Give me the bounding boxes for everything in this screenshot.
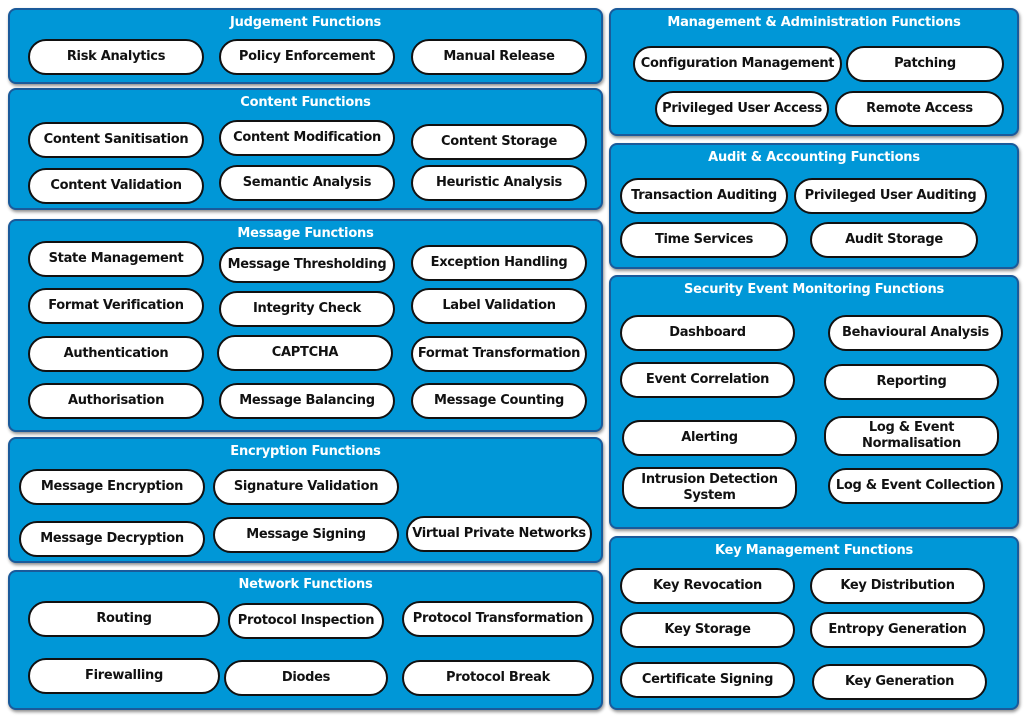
- box-policy-enforcement: Policy Enforcement: [219, 39, 395, 75]
- box-log-event-normalisation: Log & Event Normalisation: [824, 416, 999, 456]
- box-content-modification: Content Modification: [219, 120, 395, 156]
- panel-encryption-functions: Encryption Functions Message Encryption …: [8, 437, 603, 563]
- panel-title: Security Event Monitoring Functions: [683, 282, 945, 297]
- box-authorisation: Authorisation: [28, 383, 204, 419]
- panel-title: Network Functions: [238, 577, 373, 592]
- box-privileged-user-auditing: Privileged User Auditing: [794, 178, 987, 214]
- box-message-signing: Message Signing: [213, 517, 399, 553]
- box-virtual-private-networks: Virtual Private Networks: [406, 516, 592, 552]
- box-key-revocation: Key Revocation: [620, 568, 795, 604]
- box-privileged-user-access: Privileged User Access: [655, 91, 829, 127]
- box-content-validation: Content Validation: [28, 168, 204, 204]
- box-protocol-inspection: Protocol Inspection: [228, 603, 384, 639]
- box-message-decryption: Message Decryption: [19, 521, 205, 557]
- box-message-balancing: Message Balancing: [219, 383, 395, 419]
- box-key-generation: Key Generation: [812, 664, 987, 700]
- box-integrity-check: Integrity Check: [219, 291, 395, 327]
- box-behavioural-analysis: Behavioural Analysis: [828, 315, 1003, 351]
- box-patching: Patching: [846, 46, 1004, 82]
- panel-message-functions: Message Functions State Management Messa…: [8, 219, 603, 432]
- box-reporting: Reporting: [824, 364, 999, 400]
- box-semantic-analysis: Semantic Analysis: [219, 165, 395, 201]
- panel-title: Audit & Accounting Functions: [708, 150, 920, 165]
- box-configuration-management: Configuration Management: [633, 46, 842, 82]
- box-protocol-transformation: Protocol Transformation: [402, 601, 594, 637]
- box-signature-validation: Signature Validation: [213, 469, 399, 505]
- box-content-storage: Content Storage: [411, 124, 587, 160]
- box-time-services: Time Services: [620, 222, 788, 258]
- panel-title: Encryption Functions: [230, 444, 381, 459]
- panel-network-functions: Network Functions Routing Protocol Inspe…: [8, 570, 603, 710]
- panel-content-functions: Content Functions Content Sanitisation C…: [8, 88, 603, 210]
- box-log-event-collection: Log & Event Collection: [828, 468, 1003, 504]
- panel-audit-accounting-functions: Audit & Accounting Functions Transaction…: [609, 143, 1019, 269]
- panel-management-administration-functions: Management & Administration Functions Co…: [609, 8, 1019, 136]
- box-entropy-generation: Entropy Generation: [810, 612, 985, 648]
- panel-title: Judgement Functions: [229, 15, 382, 30]
- box-intrusion-detection-system: Intrusion Detection System: [622, 467, 797, 509]
- box-alerting: Alerting: [622, 420, 797, 456]
- box-firewalling: Firewalling: [28, 658, 220, 694]
- box-message-counting: Message Counting: [411, 383, 587, 419]
- box-label-validation: Label Validation: [411, 288, 587, 324]
- panel-title: Message Functions: [237, 226, 374, 241]
- box-transaction-auditing: Transaction Auditing: [620, 178, 788, 214]
- box-remote-access: Remote Access: [835, 91, 1004, 127]
- box-key-distribution: Key Distribution: [810, 568, 985, 604]
- panel-judgement-functions: Judgement Functions Risk Analytics Polic…: [8, 8, 603, 84]
- box-message-thresholding: Message Thresholding: [219, 247, 395, 283]
- box-captcha: CAPTCHA: [217, 335, 393, 371]
- panel-title: Management & Administration Functions: [667, 15, 961, 30]
- panel-key-management-functions: Key Management Functions Key Revocation …: [609, 536, 1019, 710]
- box-protocol-break: Protocol Break: [402, 660, 594, 696]
- box-dashboard: Dashboard: [620, 315, 795, 351]
- box-key-storage: Key Storage: [620, 612, 795, 648]
- box-content-sanitisation: Content Sanitisation: [28, 122, 204, 158]
- panel-title: Key Management Functions: [714, 543, 914, 558]
- box-format-transformation: Format Transformation: [411, 336, 587, 372]
- panel-security-event-monitoring-functions: Security Event Monitoring Functions Dash…: [609, 275, 1019, 529]
- box-authentication: Authentication: [28, 336, 204, 372]
- box-certificate-signing: Certificate Signing: [620, 662, 795, 698]
- box-event-correlation: Event Correlation: [620, 362, 795, 398]
- box-diodes: Diodes: [224, 660, 388, 696]
- box-exception-handling: Exception Handling: [411, 245, 587, 281]
- box-heuristic-analysis: Heuristic Analysis: [411, 165, 587, 201]
- box-audit-storage: Audit Storage: [810, 222, 978, 258]
- box-routing: Routing: [28, 601, 220, 637]
- box-message-encryption: Message Encryption: [19, 469, 205, 505]
- box-state-management: State Management: [28, 241, 204, 277]
- panel-title: Content Functions: [240, 95, 371, 110]
- box-risk-analytics: Risk Analytics: [28, 39, 204, 75]
- box-manual-release: Manual Release: [411, 39, 587, 75]
- box-format-verification: Format Verification: [28, 288, 204, 324]
